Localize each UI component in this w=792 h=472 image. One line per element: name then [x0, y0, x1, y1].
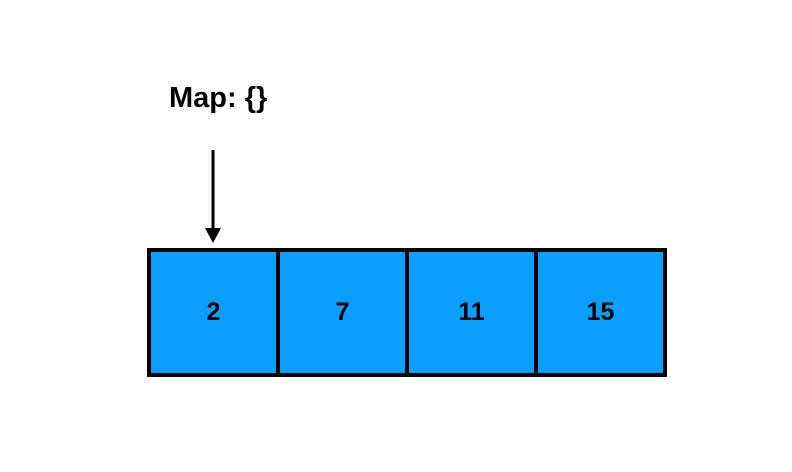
array-cell: 15: [536, 250, 665, 375]
array-cell: 7: [278, 250, 407, 375]
array-cell: 11: [407, 250, 536, 375]
arrow-down-icon: [205, 150, 221, 243]
cell-value: 2: [206, 298, 221, 326]
map-label: Map: {}: [169, 82, 268, 114]
cell-value: 7: [335, 298, 350, 326]
array-cell: 2: [149, 250, 278, 375]
cell-value: 15: [586, 298, 615, 326]
cell-value: 11: [458, 298, 485, 326]
array-container: 2 7 11 15: [147, 248, 667, 377]
